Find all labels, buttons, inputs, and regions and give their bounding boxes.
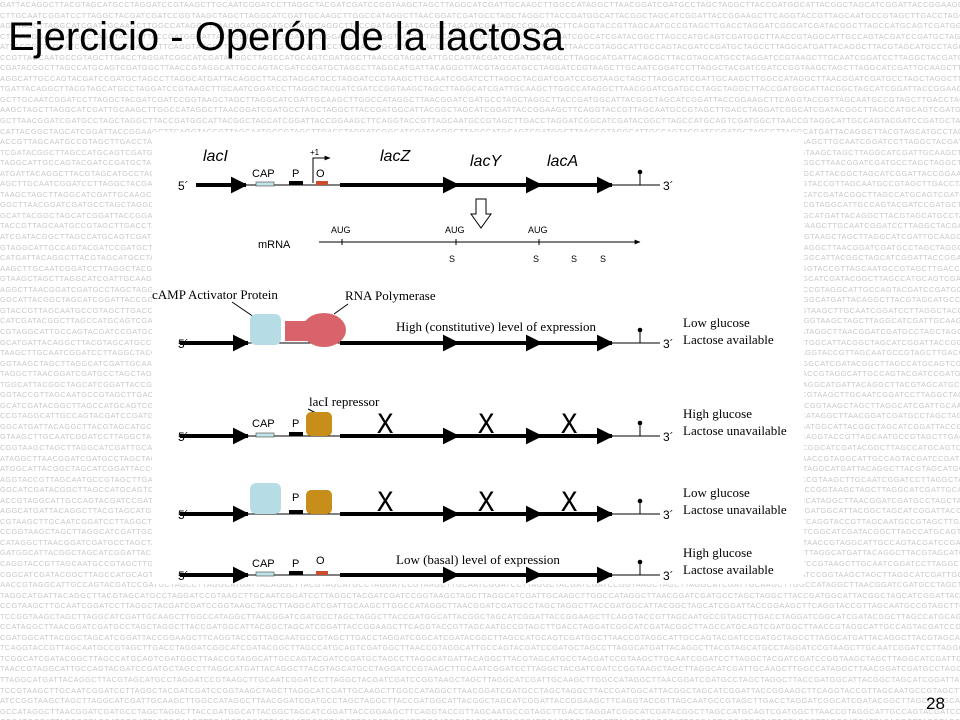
three-prime-end-s1: 3´ [663, 337, 674, 351]
polymerase-neck-s1 [285, 321, 308, 341]
activator-protein-shape-s1 [250, 314, 281, 345]
stop-label-2: S [533, 254, 539, 264]
promoter-label-s4: P [292, 558, 299, 570]
rna-polymerase-label: RNA Polymerase [345, 288, 436, 303]
repressor-shape-s2 [306, 412, 332, 436]
repressor-label: lacI repressor [309, 394, 380, 409]
blocked-x-lacz-s3: X [377, 487, 393, 518]
five-prime-end-s2: 5´ [178, 430, 189, 444]
operator-box [316, 181, 328, 185]
three-prime-end-s2: 3´ [663, 430, 674, 444]
gene-label-laci: lacI [203, 148, 228, 165]
transcription-start-arrow [312, 155, 331, 183]
glucose-condition-s4: High glucose [683, 545, 752, 560]
glucose-condition-s2: High glucose [683, 406, 752, 421]
lollipop-terminator-icon [637, 420, 643, 436]
stop-label-4: S [600, 254, 606, 264]
lollipop-terminator-icon [637, 498, 643, 514]
repressor-shape-s3 [306, 490, 332, 514]
promoter-box-s3 [289, 510, 303, 514]
hollow-down-arrow-icon [470, 198, 492, 229]
three-prime-end-s4: 3´ [663, 569, 674, 583]
stop-label-3: S [571, 254, 577, 264]
promoter-box [289, 181, 303, 185]
blocked-x-laca-s3: X [561, 487, 577, 518]
promoter-label-s2: P [292, 418, 299, 430]
transcription-start-label: +1 [310, 148, 320, 157]
activator-protein-label: cAMP Activator Protein [152, 287, 278, 302]
promoter-label: P [292, 168, 299, 180]
blocked-x-lacy-s3: X [478, 487, 494, 518]
blocked-x-lacz-s2: X [377, 409, 393, 440]
stop-label-1: S [449, 254, 455, 264]
cap-site-box [255, 181, 275, 187]
glucose-condition-s1: Low glucose [683, 315, 750, 330]
lollipop-terminator-icon [637, 559, 643, 575]
gene-label-lacz: lacZ [380, 148, 411, 165]
three-prime-end-s3: 3´ [663, 508, 674, 522]
slide-title: Ejercicio - Operón de la lactosa [8, 15, 564, 59]
expression-label-s1: High (constitutive) level of expression [396, 319, 597, 334]
operator-box-s4 [316, 571, 328, 575]
cap-site-label-s2: CAP [252, 418, 275, 430]
lollipop-terminator-icon [637, 327, 643, 343]
blocked-x-laca-s2: X [561, 409, 577, 440]
lactose-condition-s4: Lactose available [683, 562, 774, 577]
cap-site-label: CAP [252, 168, 275, 180]
lollipop-terminator-icon [637, 169, 643, 185]
slide-number: 28 [926, 694, 945, 713]
expression-label-s4: Low (basal) level of expression [396, 552, 560, 567]
cap-site-label-s4: CAP [252, 558, 275, 570]
mrna-label: mRNA [258, 239, 291, 251]
three-prime-end: 3´ [663, 179, 674, 193]
aug-label-1: AUG [331, 225, 351, 235]
operator-label-s4: O [316, 555, 325, 567]
five-prime-end-s3: 5´ [178, 508, 189, 522]
gene-label-laca: lacA [547, 153, 578, 170]
rna-polymerase-shape [302, 313, 346, 347]
operator-label: O [316, 168, 325, 180]
cap-site-box-s4 [255, 571, 275, 577]
activator-protein-shape-s3 [250, 483, 281, 514]
lactose-condition-s3: Lactose unavailable [683, 502, 787, 517]
promoter-box-s2 [289, 432, 303, 436]
lactose-condition-s2: Lactose unavailable [683, 423, 787, 438]
five-prime-end: 5´ [178, 179, 189, 193]
promoter-box-s4 [289, 571, 303, 575]
five-prime-end-s4: 5´ [178, 569, 189, 583]
glucose-condition-s3: Low glucose [683, 485, 750, 500]
blocked-x-lacy-s2: X [478, 409, 494, 440]
five-prime-end-s1: 5´ [178, 337, 189, 351]
polymerase-pointer-line [333, 303, 349, 315]
lactose-condition-s1: Lactose available [683, 332, 774, 347]
gene-label-lacy: lacY [470, 153, 502, 170]
cap-site-box-s2 [255, 432, 275, 438]
promoter-label-s3: P [292, 492, 299, 504]
aug-label-2: AUG [445, 225, 465, 235]
aug-label-3: AUG [528, 225, 548, 235]
activator-pointer-line [231, 301, 255, 318]
